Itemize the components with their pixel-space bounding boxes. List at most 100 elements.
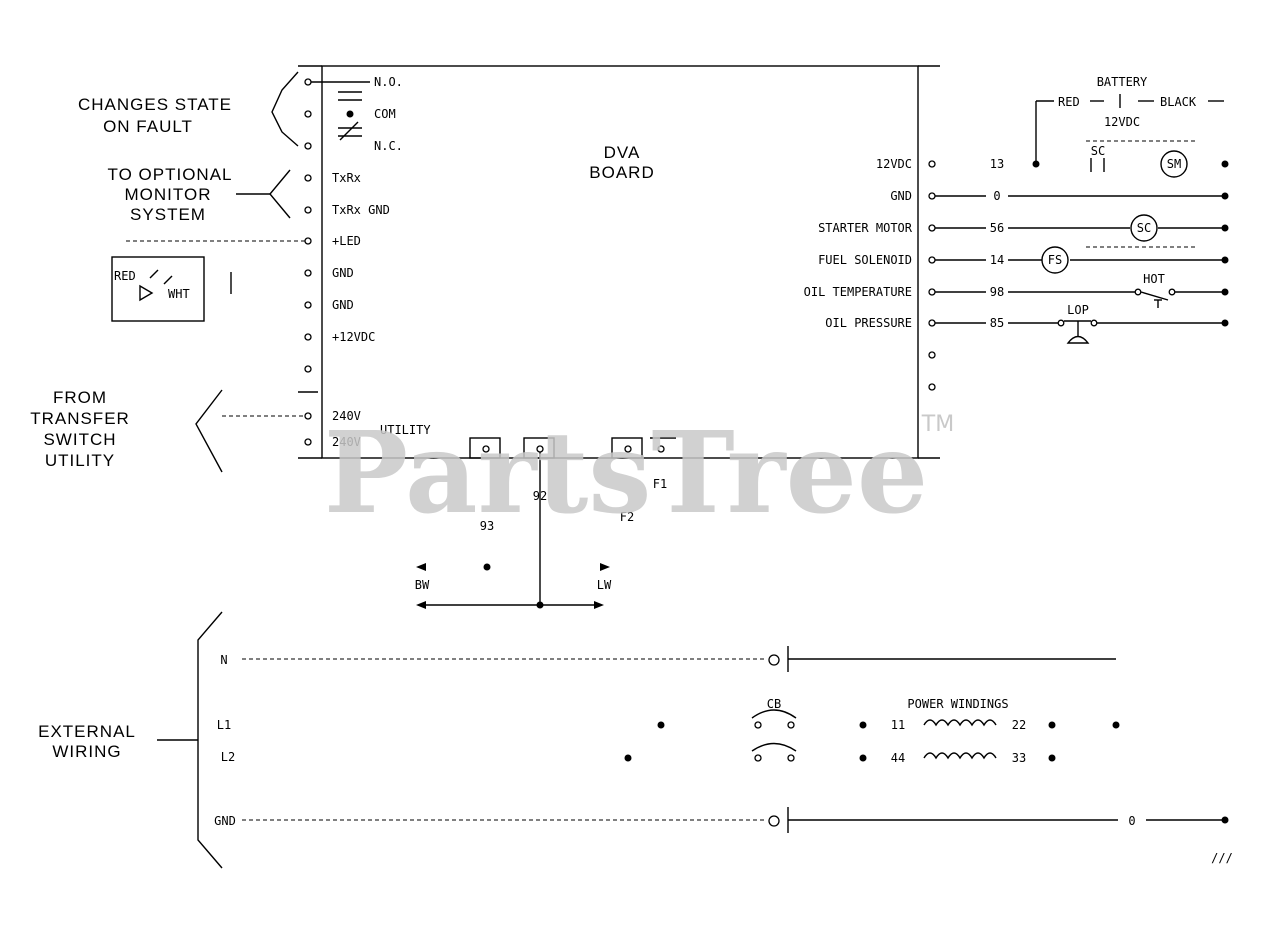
terminal-label-com: COM [374,107,396,121]
battery-red-label: RED [1058,95,1080,109]
terminal-label-240v-1: 240V [332,409,361,423]
circuit-breaker-icon [751,709,797,719]
lop-label: LOP [1067,303,1089,317]
wire-92: 92 [533,489,547,503]
terminal-label-led: +LED [332,234,361,248]
terminal-label-12vdc: +12VDC [332,330,375,344]
terminal [928,256,936,264]
winding-22: 22 [1012,718,1026,732]
svg-text:CHANGES STATE: CHANGES STATE [78,95,232,114]
terminal-label-txrx-gnd: TxRx GND [332,203,390,217]
led-red-label: RED [114,269,136,283]
led-box [111,256,205,322]
terminal-label-240v-2: 240V [332,435,361,449]
led-group: RED WHT [111,240,305,322]
winding-coil-icon [923,752,997,760]
terminal [304,78,312,86]
terminal [304,142,312,150]
wire-bw: BW [415,578,430,592]
board-title-line1: DVA [604,143,641,162]
svg-text:SWITCH: SWITCH [43,430,116,449]
terminal [928,160,936,168]
watermark-text: PartsTree [324,408,928,539]
terminal [928,319,936,327]
svg-text:UTILITY: UTILITY [45,451,115,470]
right-label-oil-pressure: OIL PRESSURE [825,316,912,330]
terminal [304,438,312,446]
components-group: SC SM SC FS HOT LOP [1041,144,1196,344]
temperature-switch-icon [1140,291,1169,301]
watermark-tm: TM [921,412,954,437]
wire-13: 13 [990,157,1004,171]
terminal [304,206,312,214]
terminal-label-no: N.O. [374,75,403,89]
starter-motor-icon [1160,150,1188,178]
line-l2-label: L2 [221,750,235,764]
battery-voltage: 12VDC [1104,115,1140,129]
wire-93: 93 [480,519,494,533]
winding-11: 11 [891,718,905,732]
wire-14: 14 [990,253,1004,267]
external-wiring-label-1: EXTERNAL [38,722,136,741]
led-wht-label: WHT [168,287,190,301]
hot-label: HOT [1143,272,1165,286]
from-transfer-group: FROM TRANSFER SWITCH UTILITY [30,388,305,473]
battery-group: BATTERY RED BLACK 12VDC [1035,75,1224,164]
cb-label: CB [767,697,781,711]
terminal-label-txrx: TxRx [332,171,361,185]
right-label-gnd: GND [890,189,912,203]
terminal [304,412,312,420]
right-label-starter-motor: STARTER MOTOR [818,221,913,235]
terminal [304,301,312,309]
partstree-watermark: PartsTree TM [324,408,954,539]
wire-98: 98 [990,285,1004,299]
svg-text:FS: FS [1048,253,1062,267]
battery-black-label: BLACK [1160,95,1197,109]
svg-text:TRANSFER: TRANSFER [30,409,130,428]
svg-text:SC: SC [1137,221,1151,235]
wire-0: 0 [993,189,1000,203]
terminal [928,383,936,391]
right-terminal-column: 12VDC GND STARTER MOTOR FUEL SOLENOID OI… [804,157,1229,391]
sc-label: SC [1091,144,1105,158]
changes-state-group: CHANGES STATE ON FAULT [78,71,299,147]
to-optional-group: TO OPTIONAL MONITOR SYSTEM [108,165,291,224]
led-diode-icon [139,284,154,302]
terminal [304,333,312,341]
terminal [304,174,312,182]
terminal-label-nc: N.C. [374,139,403,153]
battery-title: BATTERY [1097,75,1148,89]
svg-text:TO OPTIONAL: TO OPTIONAL [108,165,233,184]
terminal [928,288,936,296]
fuel-solenoid-icon [1041,246,1069,274]
svg-text:MONITOR: MONITOR [125,185,212,204]
board-bottom-connectors: 92 93 F1 F2 BW LW [415,437,676,609]
svg-text:SM: SM [1167,157,1181,171]
svg-text:ON FAULT: ON FAULT [103,117,193,136]
utility-label: UTILITY [380,423,431,437]
terminal [928,351,936,359]
wire-f1: F1 [653,477,667,491]
terminal [304,269,312,277]
board-title-line2: BOARD [589,163,654,182]
terminal-label-gnd-2: GND [332,298,354,312]
winding-33: 33 [1012,751,1026,765]
wire-f2: F2 [620,510,634,524]
left-terminal-column: N.O. COM N.C. TxRx TxRx GND +LED GND GND… [304,75,431,449]
right-label-oil-temperature: OIL TEMPERATURE [804,285,912,299]
external-wiring-label-2: WIRING [52,742,121,761]
winding-44: 44 [891,751,905,765]
terminal [928,224,936,232]
wire-56: 56 [990,221,1004,235]
line-n-label: N [220,653,227,667]
external-wiring-group: EXTERNAL WIRING N L1 L2 GND 0 CB POWER W… [38,611,1233,869]
wire-85: 85 [990,316,1004,330]
svg-text:SYSTEM: SYSTEM [130,205,206,224]
terminal [304,110,312,118]
footnote-mark: /// [1211,851,1233,865]
wire-lw: LW [597,578,612,592]
gnd-wire-0: 0 [1128,814,1135,828]
starter-contactor-icon [1130,214,1158,242]
line-gnd-label: GND [214,814,236,828]
